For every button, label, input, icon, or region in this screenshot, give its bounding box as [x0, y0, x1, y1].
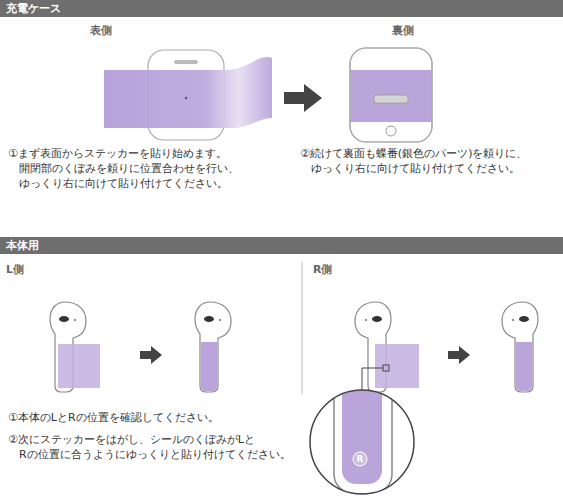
step-arrow: [140, 346, 162, 364]
hinge: [374, 95, 408, 103]
view-label: L側: [6, 262, 46, 277]
sticker-left: [58, 344, 100, 388]
section-band: 充電ケース: [0, 0, 563, 17]
section-heading: 充電ケース: [0, 0, 563, 17]
stem-zoom: [334, 380, 392, 494]
step-arrow: [448, 346, 470, 364]
view-label: 裏側: [392, 23, 432, 38]
lid-notch: [174, 60, 198, 64]
sticker-right: [375, 344, 419, 388]
earbud-left-done: [195, 302, 231, 392]
divider: [302, 262, 303, 394]
case-back-outline: [350, 48, 432, 142]
sticker-band: [104, 57, 272, 128]
instruction-text: ②次にステッカーをはがし、シールのくぼみがLと Rの位置に合うようにゆっくりと貼…: [8, 432, 300, 462]
step-arrow: [284, 84, 322, 112]
section-band: 本体用: [0, 237, 563, 254]
stem-sticker: [201, 342, 217, 391]
view-label: R側: [313, 262, 353, 277]
case-dot: [185, 97, 187, 99]
r-mark: [353, 452, 367, 466]
sticker-back: [350, 70, 432, 122]
view-label: 表側: [90, 23, 130, 38]
section-heading: 本体用: [0, 237, 563, 254]
case-back: [350, 48, 432, 142]
instruction-text: ①まず表面からステッカーを貼り始めます。 開閉部のくぼみを頼りに位置合わせを行い…: [8, 146, 250, 191]
zoom-circle: [310, 390, 414, 494]
stem-zoom-sticker: [342, 380, 382, 484]
instruction-text: ①本体のLとRの位置を確認してください。: [8, 410, 305, 425]
leader-line: [362, 368, 383, 390]
instruction-text: ②続けて裏面も蝶番(銀色のパーツ)を頼りに、 ゆっくり右に向けて貼り付けてくださ…: [300, 146, 553, 176]
case-button: [386, 126, 396, 136]
side-mark: R: [353, 452, 367, 466]
stem-sticker: [516, 342, 532, 391]
zoom-marker: [383, 365, 389, 371]
earbud-right-done: [502, 302, 538, 392]
zoom-content: [334, 380, 392, 494]
